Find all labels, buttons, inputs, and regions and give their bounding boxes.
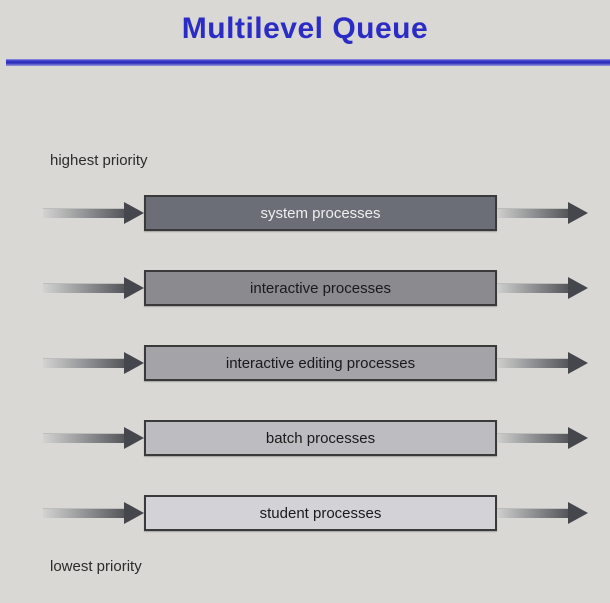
arrow-shaft: [43, 208, 124, 218]
arrow-head-icon: [568, 502, 588, 524]
queue-bar-label: batch processes: [265, 429, 376, 447]
queue-bar: interactive processes: [144, 270, 497, 306]
arrow-shaft: [43, 358, 124, 368]
arrow-head-icon: [124, 427, 144, 449]
arrow-head-icon: [568, 277, 588, 299]
arrow-shaft: [43, 283, 124, 293]
arrow-right-icon: [43, 494, 144, 532]
arrow-shaft: [43, 508, 124, 518]
queue-row: student processes: [43, 494, 588, 532]
arrow-right-icon: [497, 194, 588, 232]
arrow-head-icon: [568, 202, 588, 224]
queue-bar-label: interactive processes: [250, 279, 391, 297]
page-title: Multilevel Queue: [181, 12, 429, 45]
arrow-head-icon: [124, 277, 144, 299]
arrow-right-icon: [497, 269, 588, 307]
arrow-right-icon: [43, 344, 144, 382]
arrow-head-icon: [124, 352, 144, 374]
queue-row: interactive editing processes: [43, 344, 588, 382]
arrow-head-icon: [568, 427, 588, 449]
lowest-priority-label: lowest priority: [50, 558, 142, 575]
title-divider-line: [6, 59, 610, 66]
arrow-right-icon: [497, 494, 588, 532]
queue-row: system processes: [43, 194, 588, 232]
queue-bar-label: system processes: [260, 204, 381, 222]
queue-bar-label: interactive editing processes: [225, 354, 416, 372]
queue-row: interactive processes: [43, 269, 588, 307]
arrow-shaft: [497, 508, 568, 518]
arrow-head-icon: [124, 502, 144, 524]
queue-row: batch processes: [43, 419, 588, 457]
highest-priority-label: highest priority: [50, 152, 148, 169]
arrow-shaft: [497, 283, 568, 293]
queue-bar: batch processes: [144, 420, 497, 456]
arrow-shaft: [43, 433, 124, 443]
arrow-head-icon: [124, 202, 144, 224]
arrow-shaft: [497, 208, 568, 218]
arrow-shaft: [497, 358, 568, 368]
queue-bar: system processes: [144, 195, 497, 231]
arrow-right-icon: [497, 344, 588, 382]
arrow-right-icon: [43, 269, 144, 307]
arrow-head-icon: [568, 352, 588, 374]
arrow-right-icon: [43, 419, 144, 457]
queue-bar: interactive editing processes: [144, 345, 497, 381]
arrow-right-icon: [497, 419, 588, 457]
queue-bar: student processes: [144, 495, 497, 531]
arrow-shaft: [497, 433, 568, 443]
queue-bar-label: student processes: [259, 504, 382, 522]
arrow-right-icon: [43, 194, 144, 232]
